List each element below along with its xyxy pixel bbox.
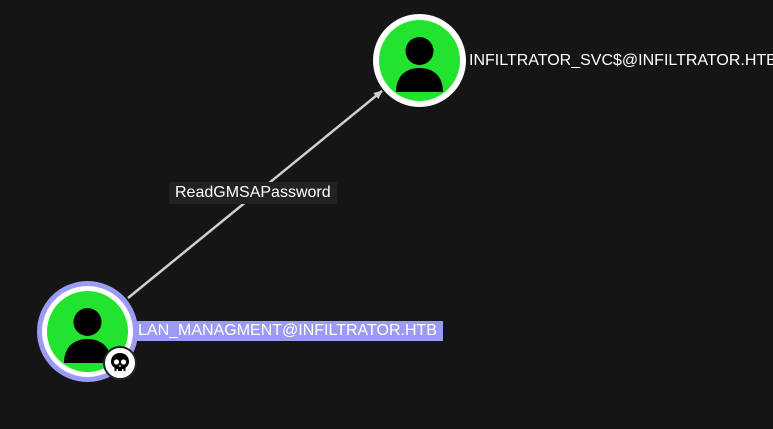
edge-label[interactable]: ReadGMSAPassword: [169, 182, 337, 204]
node-lan-managment-label[interactable]: LAN_MANAGMENT@INFILTRATOR.HTB: [137, 321, 443, 341]
node-infiltrator-svc-circle: [379, 20, 460, 101]
user-icon: [396, 37, 443, 92]
skull-icon: [111, 353, 129, 371]
owned-badge: [103, 346, 137, 380]
node-infiltrator-svc[interactable]: [373, 14, 466, 107]
user-icon: [64, 308, 111, 363]
node-infiltrator-svc-label[interactable]: INFILTRATOR_SVC$@INFILTRATOR.HTB: [469, 52, 773, 69]
